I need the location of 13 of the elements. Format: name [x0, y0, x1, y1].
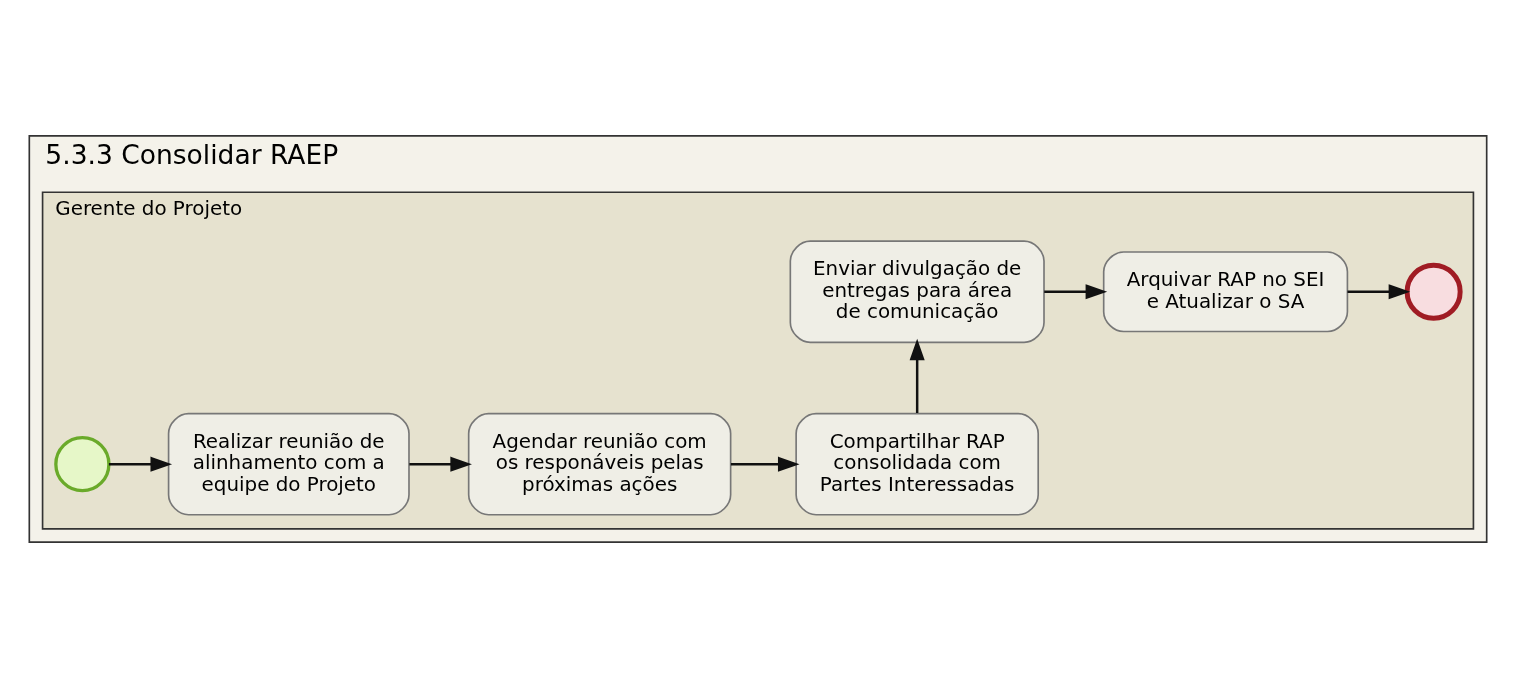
node-circle: [54, 436, 111, 493]
node-circle: [1404, 262, 1463, 321]
arrow: [1044, 284, 1108, 300]
node-box: Arquivar RAP no SEI e Atualizar o SA: [1102, 251, 1349, 333]
arrow: [409, 456, 472, 472]
node-box: Compartilhar RAP consolidada com Partes Interessadas: [795, 412, 1040, 516]
arrow: [1347, 284, 1411, 300]
node-box: Enviar divulgação de entregas para área de comunicação: [789, 240, 1045, 344]
node-box: Realizar reunião de alinhamento com a equipe do Projeto: [167, 412, 410, 516]
arrow: [909, 338, 925, 413]
arrow: [730, 456, 800, 472]
arrow: [108, 456, 173, 472]
node-box: Agendar reunião com os responáveis pelas próximas ações: [467, 412, 732, 516]
